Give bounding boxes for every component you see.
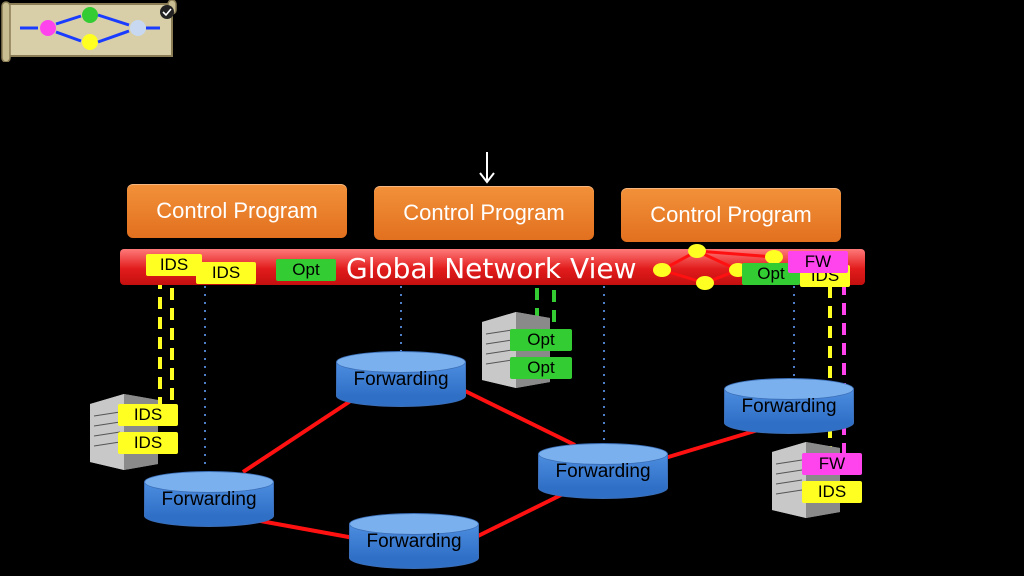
link-fwd4-fwd2: [664, 428, 759, 460]
forwarding-label: Forwarding: [366, 531, 462, 552]
gnv-opt-tag-1: Opt: [276, 259, 336, 281]
control-program-2: Control Program: [374, 186, 594, 240]
forwarding-label: Forwarding: [353, 369, 449, 390]
policy-scroll-icon: [1, 0, 177, 62]
control-program-label: Control Program: [403, 200, 565, 225]
forwarding-label: Forwarding: [161, 489, 257, 510]
control-program-1: Control Program: [127, 184, 347, 238]
forwarding-node-3: Forwarding: [538, 443, 668, 499]
control-program-label: Control Program: [650, 202, 812, 227]
opt-links: [535, 288, 556, 335]
server-left-icon: [90, 394, 158, 470]
forwarding-node-5: Forwarding: [349, 513, 479, 569]
link-fwd5-fwd4: [477, 492, 564, 538]
arrow-head: [479, 172, 495, 184]
server-middle-opt-tag-2: Opt: [510, 357, 572, 379]
global-network-view-title: Global Network View: [346, 252, 637, 285]
control-links: [204, 286, 795, 470]
control-program-3: Control Program: [621, 188, 841, 242]
server-left-ids-tag-1: IDS: [118, 404, 178, 426]
forwarding-links: [241, 388, 759, 540]
gnv-ids-tag-1: IDS: [146, 254, 202, 276]
forwarding-node-4: Forwarding: [144, 471, 274, 527]
server-middle-opt-tag-1: Opt: [510, 329, 572, 351]
gnv-opt-tag-2: Opt: [742, 263, 800, 285]
control-program-label: Control Program: [156, 198, 318, 223]
gnv-ids-tag-2: IDS: [196, 262, 256, 284]
server-right-ids-tag: IDS: [802, 481, 862, 503]
forwarding-node-1: Forwarding: [336, 351, 466, 407]
link-fwd1-fwd4: [462, 388, 576, 447]
server-left-ids-tag-2: IDS: [118, 432, 178, 454]
forwarding-node-2: Forwarding: [724, 378, 854, 434]
link-fwd3-fwd5: [254, 518, 355, 540]
server-right-icon: [772, 442, 840, 518]
forwarding-label: Forwarding: [741, 396, 837, 417]
ids-links: [158, 277, 832, 448]
link-fwd1-fwd3: [241, 398, 354, 474]
forwarding-label: Forwarding: [555, 461, 651, 482]
server-right-fw-tag: FW: [802, 453, 862, 475]
gnv-fw-tag: FW: [788, 251, 848, 273]
